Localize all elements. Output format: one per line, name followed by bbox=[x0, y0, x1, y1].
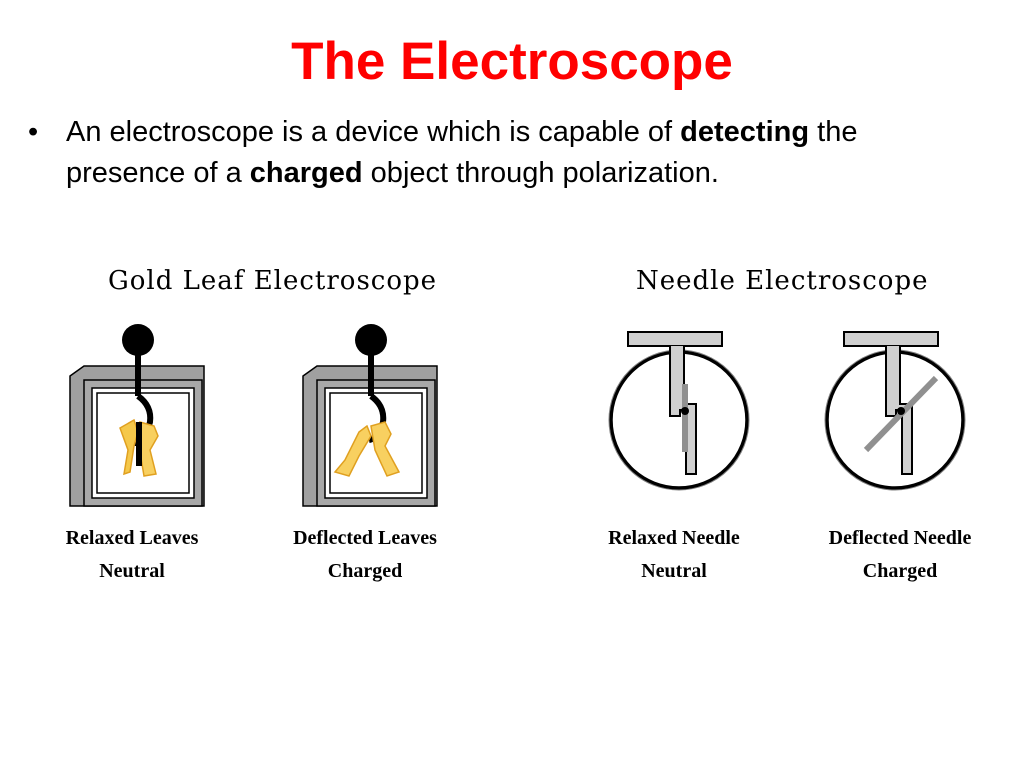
caption-line1: Relaxed Leaves bbox=[65, 527, 199, 549]
intro-text-part3: object through polarization. bbox=[362, 157, 719, 189]
top-plate bbox=[843, 331, 939, 347]
caption-deflected-leaves: Deflected Leaves Charged bbox=[272, 522, 458, 588]
page-title: The Electroscope bbox=[291, 32, 733, 91]
leaf-left bbox=[119, 418, 139, 476]
caption-line1: Relaxed Needle bbox=[608, 527, 740, 549]
caption-line1: Deflected Needle bbox=[828, 527, 972, 549]
leaf-right bbox=[370, 421, 401, 477]
pivot bbox=[681, 407, 689, 415]
caption-line2: Neutral bbox=[99, 560, 165, 582]
caption-deflected-needle: Deflected Needle Charged bbox=[800, 522, 1000, 588]
needle-deflected-figure bbox=[824, 331, 966, 491]
knob bbox=[355, 324, 387, 356]
rod bbox=[135, 352, 141, 396]
bullet-marker: • bbox=[28, 116, 39, 148]
gold-leaf-deflected-figure bbox=[302, 324, 438, 507]
intro-text-part1: An electroscope is a device which is cap… bbox=[66, 116, 681, 148]
leaf-left bbox=[333, 424, 372, 477]
rod bbox=[368, 352, 374, 396]
intro-bold-charged: charged bbox=[249, 157, 363, 189]
intro-text-part2: the presence of a bbox=[66, 116, 858, 189]
rod-lower bbox=[136, 422, 142, 466]
caption-line2: Charged bbox=[327, 560, 403, 582]
needle-heading: Needle Electroscope bbox=[636, 266, 929, 296]
intro-bullet: • An electroscope is a device which is c… bbox=[28, 112, 968, 194]
intro-text: An electroscope is a device which is cap… bbox=[66, 112, 968, 194]
intro-bold-detecting: detecting bbox=[680, 116, 810, 148]
caption-line1: Deflected Leaves bbox=[293, 527, 437, 549]
gold-leaf-relaxed-figure bbox=[69, 324, 205, 507]
needle bbox=[682, 384, 688, 452]
pivot bbox=[897, 407, 905, 415]
caption-relaxed-leaves: Relaxed Leaves Neutral bbox=[40, 522, 224, 588]
knob bbox=[122, 324, 154, 356]
caption-line2: Neutral bbox=[641, 560, 707, 582]
gold-leaf-heading: Gold Leaf Electroscope bbox=[108, 266, 438, 296]
caption-line2: Charged bbox=[862, 560, 938, 582]
needle-relaxed-figure bbox=[608, 331, 750, 491]
caption-relaxed-needle: Relaxed Needle Neutral bbox=[584, 522, 764, 588]
top-plate bbox=[627, 331, 723, 347]
